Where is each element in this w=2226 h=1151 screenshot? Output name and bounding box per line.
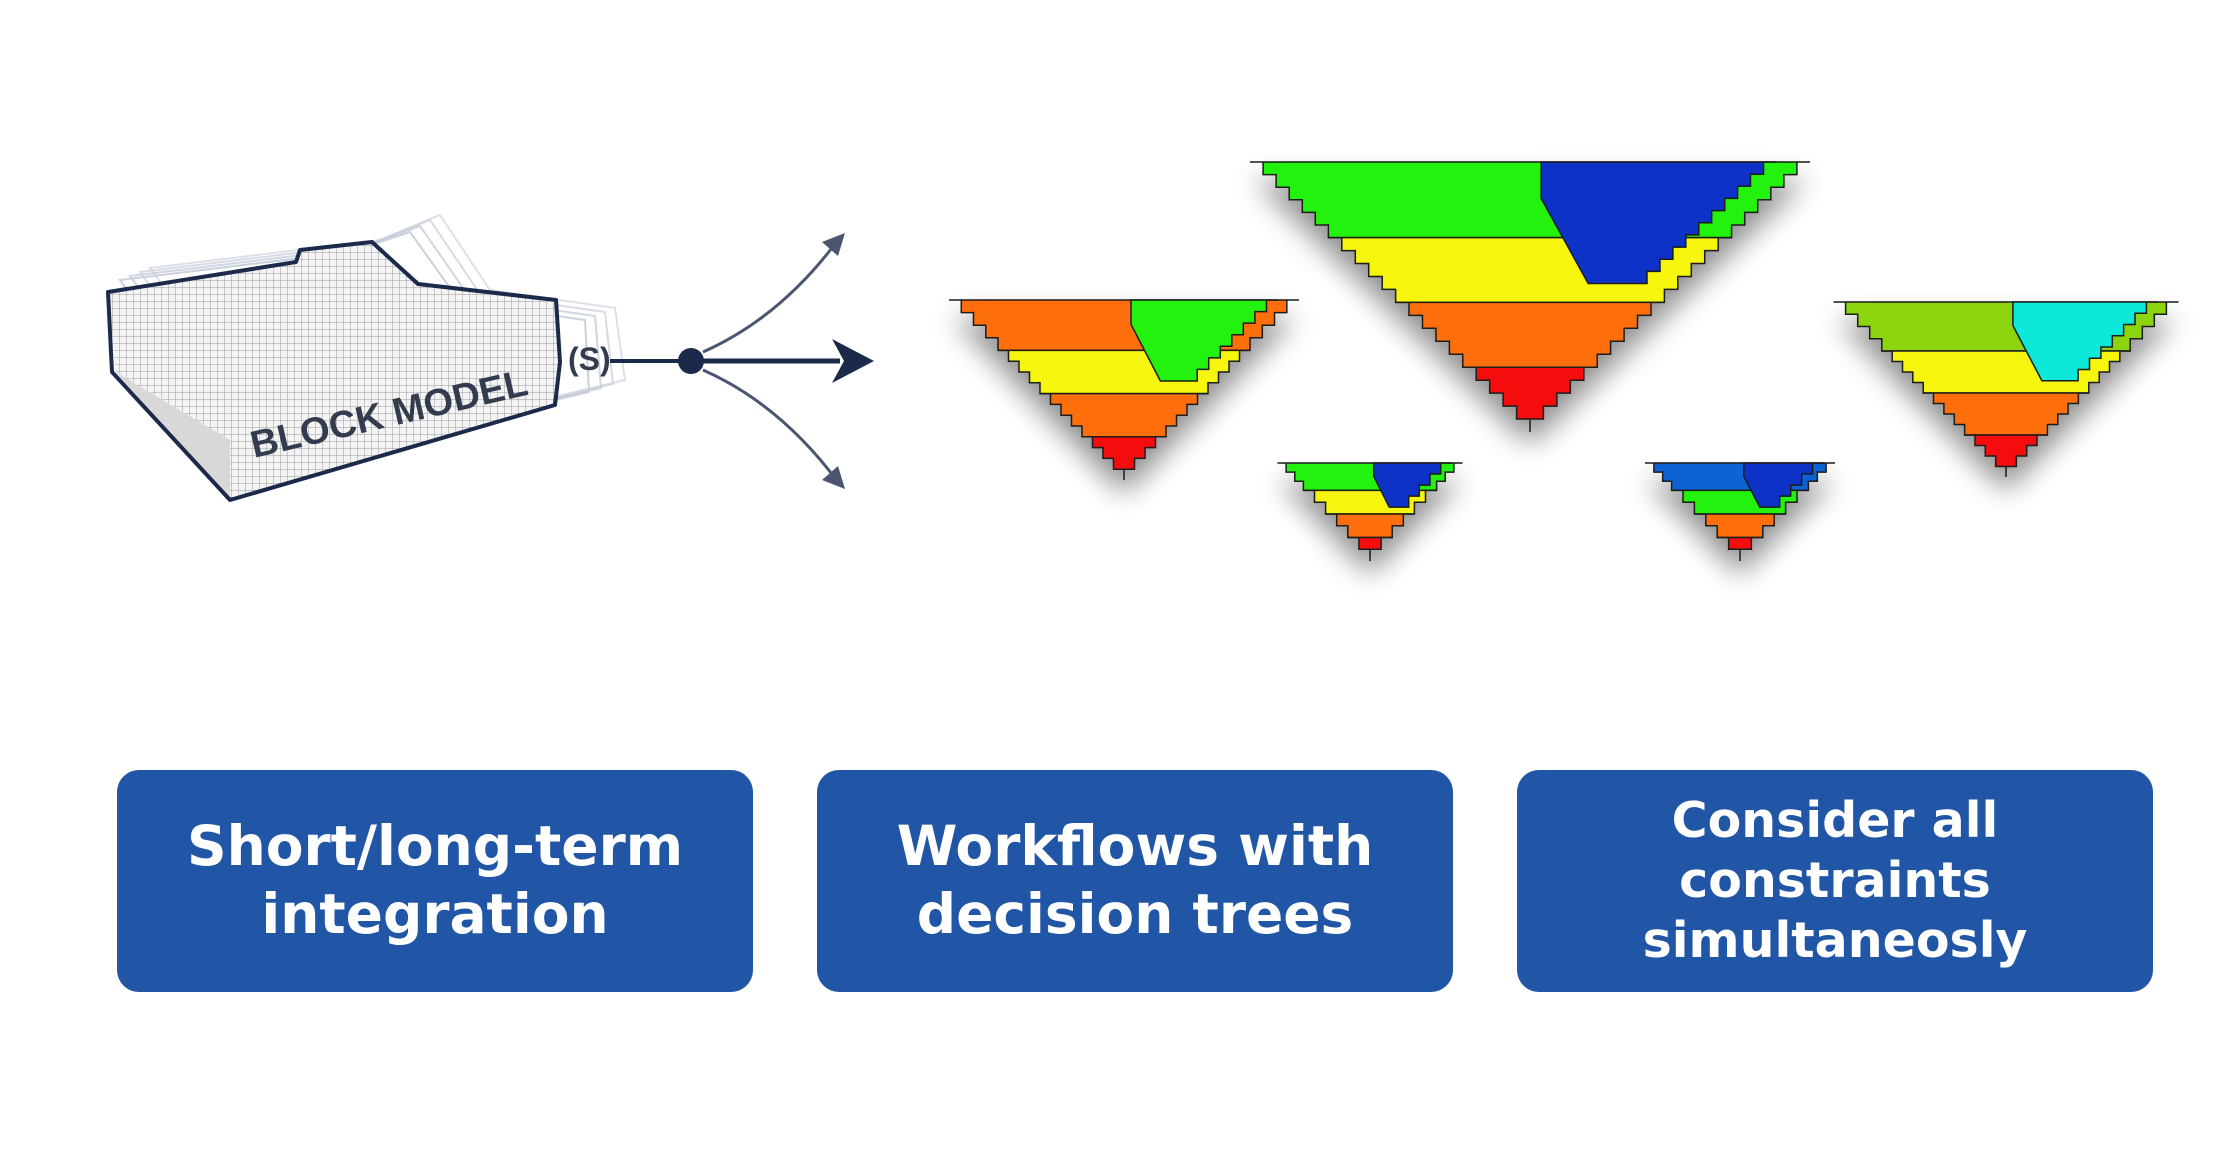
scenario-arrows	[610, 233, 874, 489]
block-model-front-face	[230, 362, 560, 500]
pit-left	[949, 299, 1299, 480]
pit-right-bench-3	[1923, 392, 2089, 436]
pit-small-left	[1277, 462, 1463, 561]
pit-small-right-bench-3	[1694, 513, 1786, 539]
card-short-long-term: Short/long-term integration	[117, 770, 753, 992]
card-1-line-2: integration	[261, 882, 609, 946]
pit-right-ore-zone	[2012, 301, 2158, 382]
arrow-down-head	[822, 466, 845, 489]
block-model-top	[108, 240, 560, 440]
pit-large-center-bench-3	[1395, 301, 1665, 368]
pit-large-center-ore-zone	[1540, 161, 1777, 285]
pit-small-left-ore-zone	[1372, 462, 1452, 508]
arrow-up	[702, 239, 840, 354]
pit-large-center	[1250, 161, 1810, 432]
card-2-line-1: Workflows with	[896, 814, 1374, 879]
arrow-middle-head	[832, 339, 874, 383]
card-workflows: Workflows with decision trees	[817, 770, 1453, 992]
pit-right	[1833, 301, 2179, 477]
pit-small-left-bench-4	[1347, 536, 1393, 561]
pit-small-right-bench-4	[1717, 536, 1763, 561]
pit-small-left-bench-3	[1325, 513, 1415, 539]
pit-left-ore-zone	[1130, 299, 1278, 382]
card-2-line-2: decision trees	[916, 882, 1354, 946]
block-model-outline	[106, 240, 562, 502]
card-constraints: Consider all constraints simultaneosly	[1517, 770, 2153, 992]
block-model-suffix: (S)	[568, 341, 611, 377]
pit-small-right	[1645, 462, 1835, 561]
pit-right-bench-4	[1964, 434, 2048, 477]
block-model: BLOCK MODEL (S)	[106, 213, 627, 502]
arrow-up-head	[822, 233, 845, 256]
branch-node	[678, 348, 704, 374]
card-3-line-1: Consider all constraints	[1671, 791, 1999, 909]
pit-shells	[949, 161, 2179, 561]
card-1-line-1: Short/long-term	[186, 814, 684, 879]
card-3-line-2: simultaneosly	[1642, 912, 2028, 970]
pit-left-bench-3	[1040, 392, 1208, 438]
pit-small-right-ore-zone	[1743, 462, 1824, 508]
arrow-down	[702, 368, 840, 483]
pit-large-center-bench-4	[1462, 366, 1598, 432]
pit-left-bench-4	[1082, 436, 1166, 480]
